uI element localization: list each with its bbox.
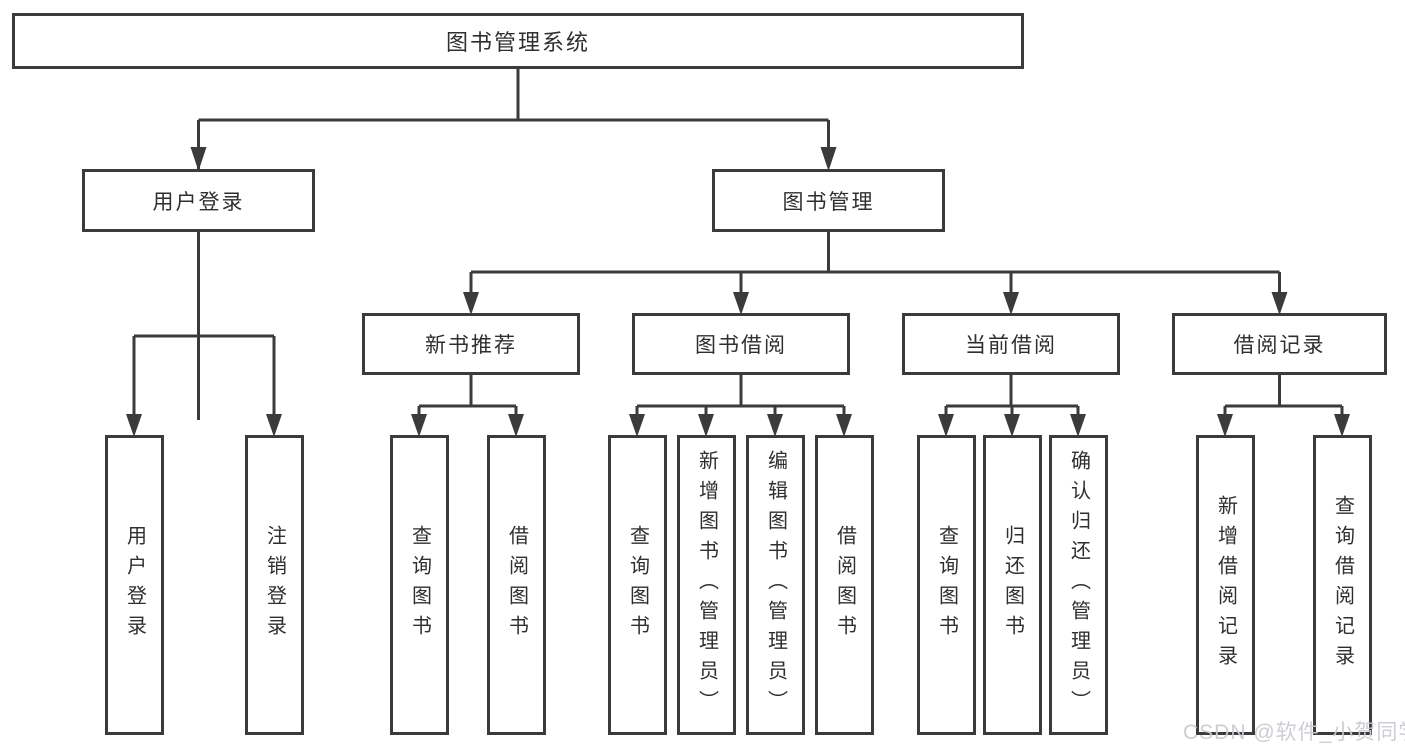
leaf-borrow-books: 借阅图书 [815, 435, 874, 735]
csdn-watermark: CSDN @软件_小贺同学 [1183, 721, 1405, 744]
leaf-return-books-label: 归还图书 [1001, 525, 1024, 645]
leaf-query-borrow-record-label: 查询借阅记录 [1331, 495, 1354, 675]
node-new-book-recommend: 新书推荐 [362, 313, 580, 375]
node-user-login: 用户登录 [82, 169, 315, 232]
leaf-return-books: 归还图书 [983, 435, 1042, 735]
leaf-borrow-books-label: 借阅图书 [833, 525, 856, 645]
leaf-user-login-label: 用户登录 [123, 525, 146, 645]
leaf-add-books-admin: 新增图书（管理员） [677, 435, 736, 735]
tree-edges [132, 69, 1344, 420]
leaf-logout-label: 注销登录 [263, 525, 286, 645]
leaf-add-books-admin-label: 新增图书（管理员） [695, 450, 718, 720]
leaf-edit-books-admin: 编辑图书（管理员） [746, 435, 805, 735]
leaf-confirm-return-admin-label: 确认归还（管理员） [1067, 450, 1090, 720]
arrowheads [126, 147, 1350, 437]
leaf-borrow-books-recommend-label: 借阅图书 [505, 525, 528, 645]
leaf-confirm-return-admin: 确认归还（管理员） [1049, 435, 1108, 735]
leaf-borrow-books-recommend: 借阅图书 [487, 435, 546, 735]
leaf-query-books-borrowing: 查询图书 [608, 435, 667, 735]
node-library-system: 图书管理系统 [12, 13, 1024, 69]
leaf-query-books-current-label: 查询图书 [935, 525, 958, 645]
node-current-borrowing: 当前借阅 [902, 313, 1120, 375]
leaf-user-login: 用户登录 [105, 435, 164, 735]
leaf-add-borrow-record: 新增借阅记录 [1196, 435, 1255, 735]
leaf-query-books-recommend-label: 查询图书 [408, 525, 431, 645]
leaf-logout: 注销登录 [245, 435, 304, 735]
leaf-query-books-borrowing-label: 查询图书 [626, 525, 649, 645]
leaf-query-borrow-record: 查询借阅记录 [1313, 435, 1372, 735]
node-borrow-records: 借阅记录 [1172, 313, 1387, 375]
leaf-query-books-current: 查询图书 [917, 435, 976, 735]
node-book-management: 图书管理 [712, 169, 945, 232]
node-book-borrowing: 图书借阅 [632, 313, 850, 375]
leaf-add-borrow-record-label: 新增借阅记录 [1214, 495, 1237, 675]
leaf-edit-books-admin-label: 编辑图书（管理员） [764, 450, 787, 720]
leaf-query-books-recommend: 查询图书 [390, 435, 449, 735]
